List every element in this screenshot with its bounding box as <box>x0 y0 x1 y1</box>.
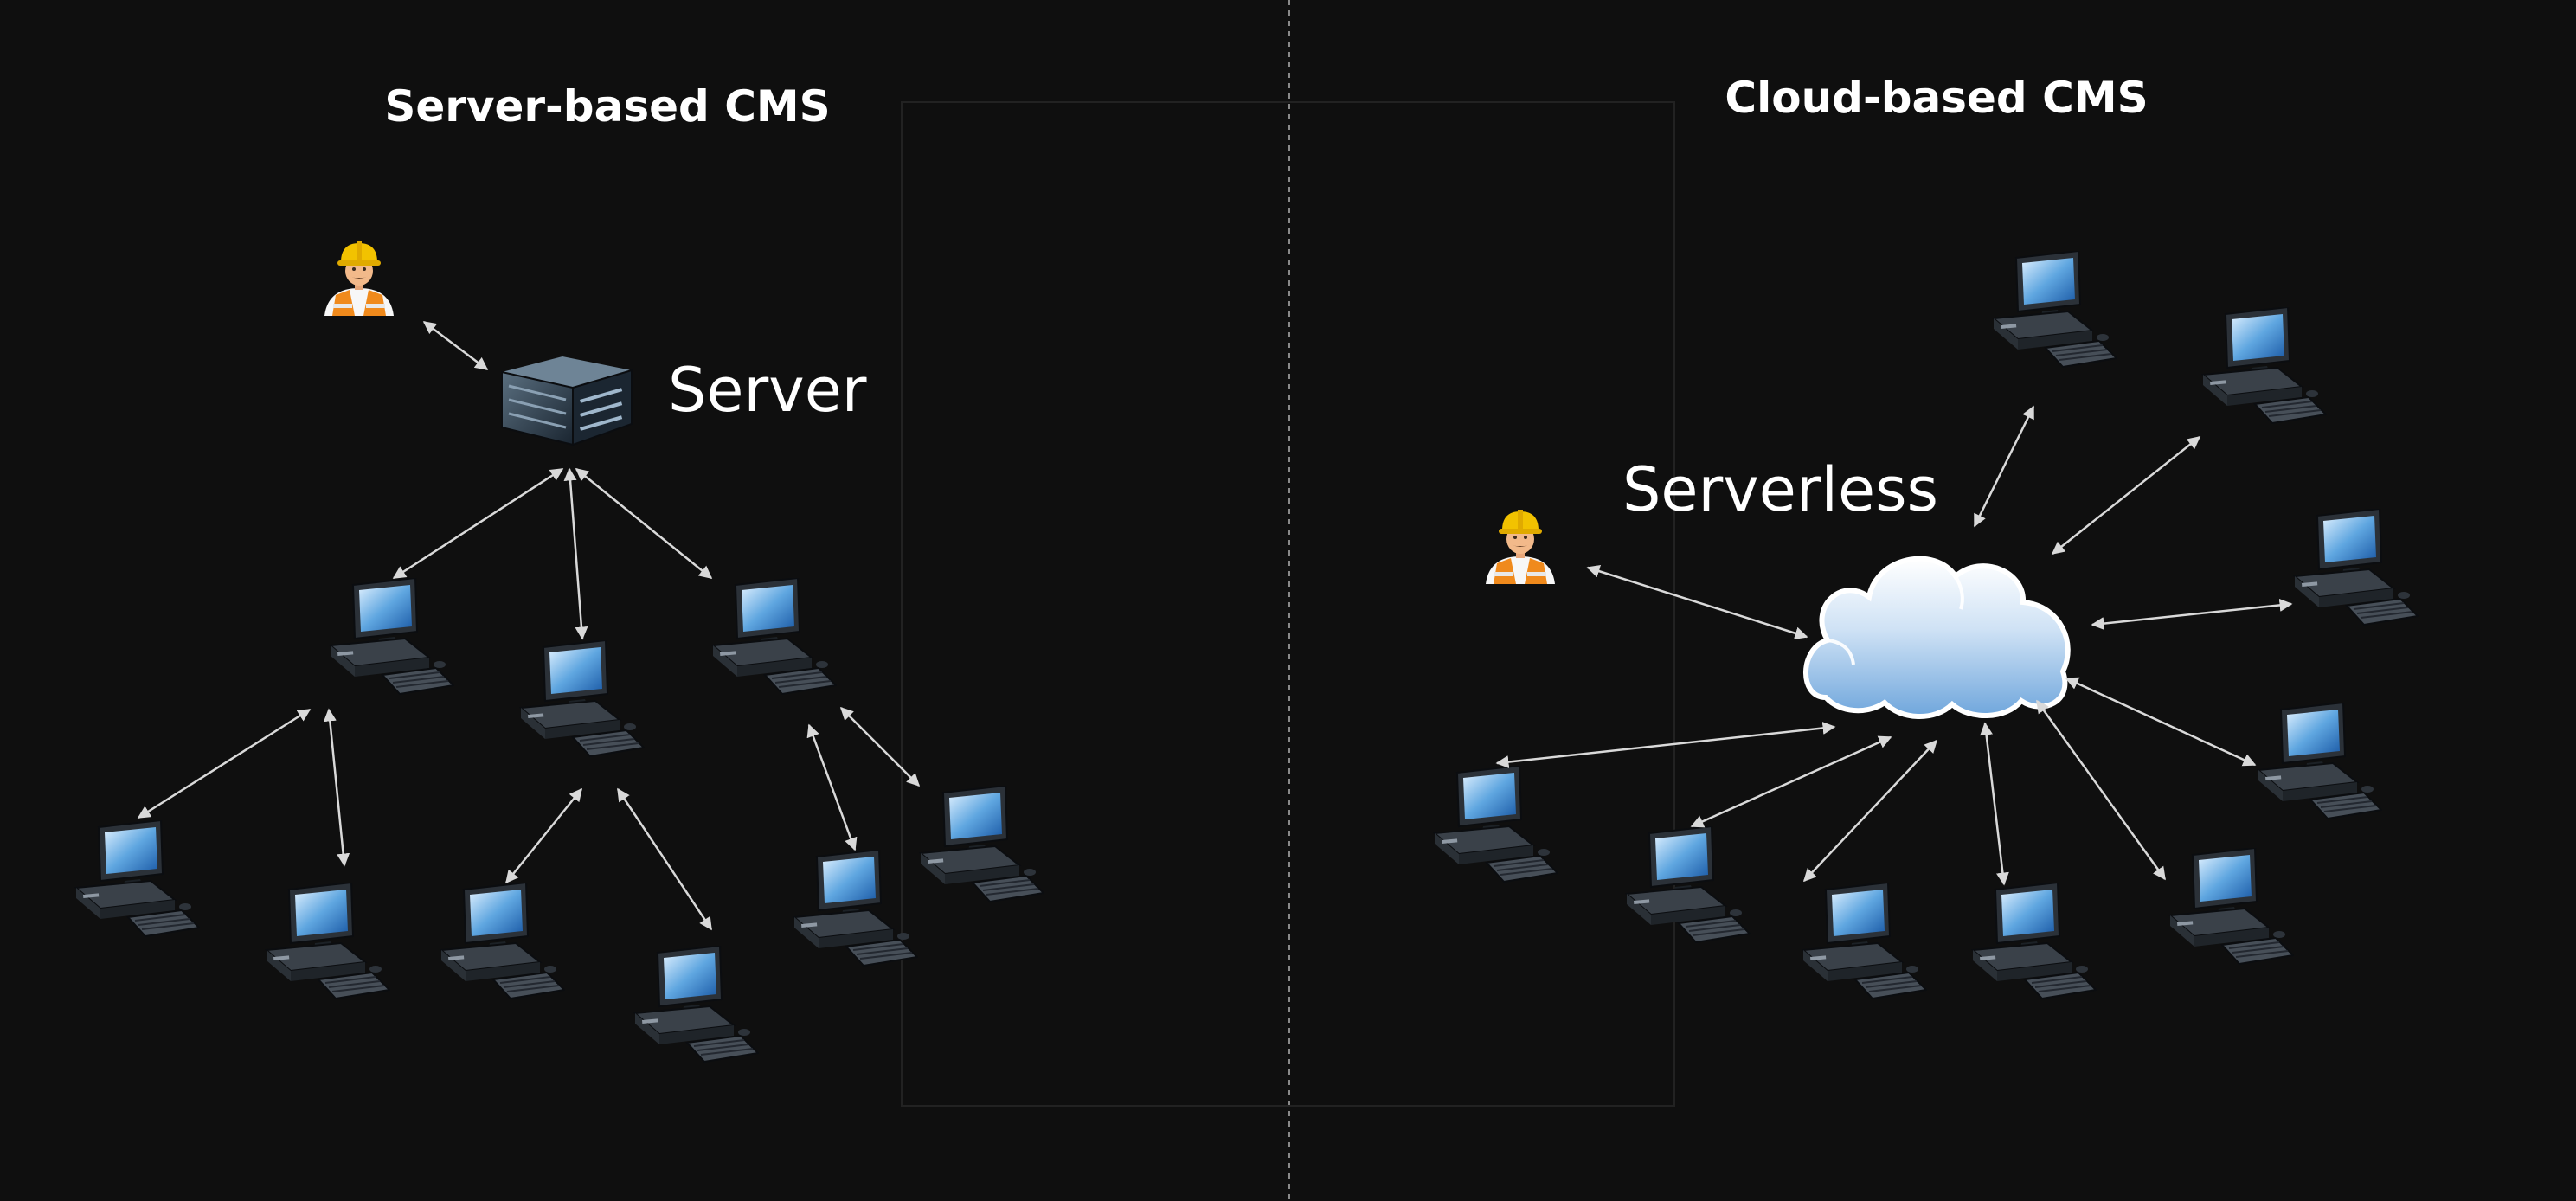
computer-icon <box>1626 826 1751 943</box>
connector-arrow <box>1980 722 2009 886</box>
connector-arrow <box>2051 436 2201 555</box>
construction-worker-icon <box>1486 510 1555 584</box>
left-panel-title: Server-based CMS <box>384 81 830 132</box>
connector-arrow <box>2091 598 2293 631</box>
computer-icon <box>520 640 645 757</box>
connector-arrow <box>505 787 582 884</box>
connector-arrow <box>839 706 921 787</box>
connector-arrow <box>1973 405 2035 528</box>
computer-icon <box>1434 766 1558 883</box>
computer-icon <box>2294 509 2419 626</box>
right-panel: Cloud-based CMS Serverless <box>1434 73 2419 999</box>
computer-icon <box>266 883 390 999</box>
connector-arrow <box>616 787 713 931</box>
connector-arrow <box>137 708 312 819</box>
computer-icon <box>712 578 837 695</box>
cloud-icon <box>1803 556 2071 719</box>
computer-icon <box>1972 883 2097 999</box>
connector-arrow <box>575 468 713 579</box>
connector-arrow <box>563 467 588 640</box>
computer-icon <box>440 883 565 999</box>
computer-icon <box>330 578 454 695</box>
connector-arrow <box>2065 677 2257 767</box>
computer-icon <box>2202 307 2327 424</box>
left-panel: Server-based CMS Server <box>75 81 1044 1063</box>
right-connections <box>1495 405 2293 886</box>
right-panel-title: Cloud-based CMS <box>1725 73 2148 123</box>
computer-icon <box>2258 703 2382 819</box>
connector-arrow <box>2035 699 2167 881</box>
computer-icon <box>634 946 759 1063</box>
computer-icon <box>1802 883 1927 999</box>
computer-icon <box>75 820 200 937</box>
construction-worker-icon <box>324 241 394 316</box>
left-connections <box>137 321 921 931</box>
frame-outline <box>901 101 1675 1107</box>
connector-arrow <box>323 708 350 867</box>
connector-arrow <box>806 723 858 851</box>
connector-arrow <box>422 321 489 370</box>
computer-icon <box>920 786 1044 902</box>
computer-icon <box>793 850 918 967</box>
server-rack-icon <box>501 356 633 446</box>
connector-arrow <box>1690 735 1892 828</box>
connector-arrow <box>1586 564 1808 640</box>
computer-icon <box>1993 251 2117 368</box>
server-label: Server <box>668 355 867 426</box>
connector-arrow <box>392 467 564 580</box>
connector-arrow <box>1802 739 1938 883</box>
connector-arrow <box>1495 721 1836 769</box>
computer-icon <box>2169 848 2294 965</box>
cloud-label: Serverless <box>1622 454 1938 525</box>
